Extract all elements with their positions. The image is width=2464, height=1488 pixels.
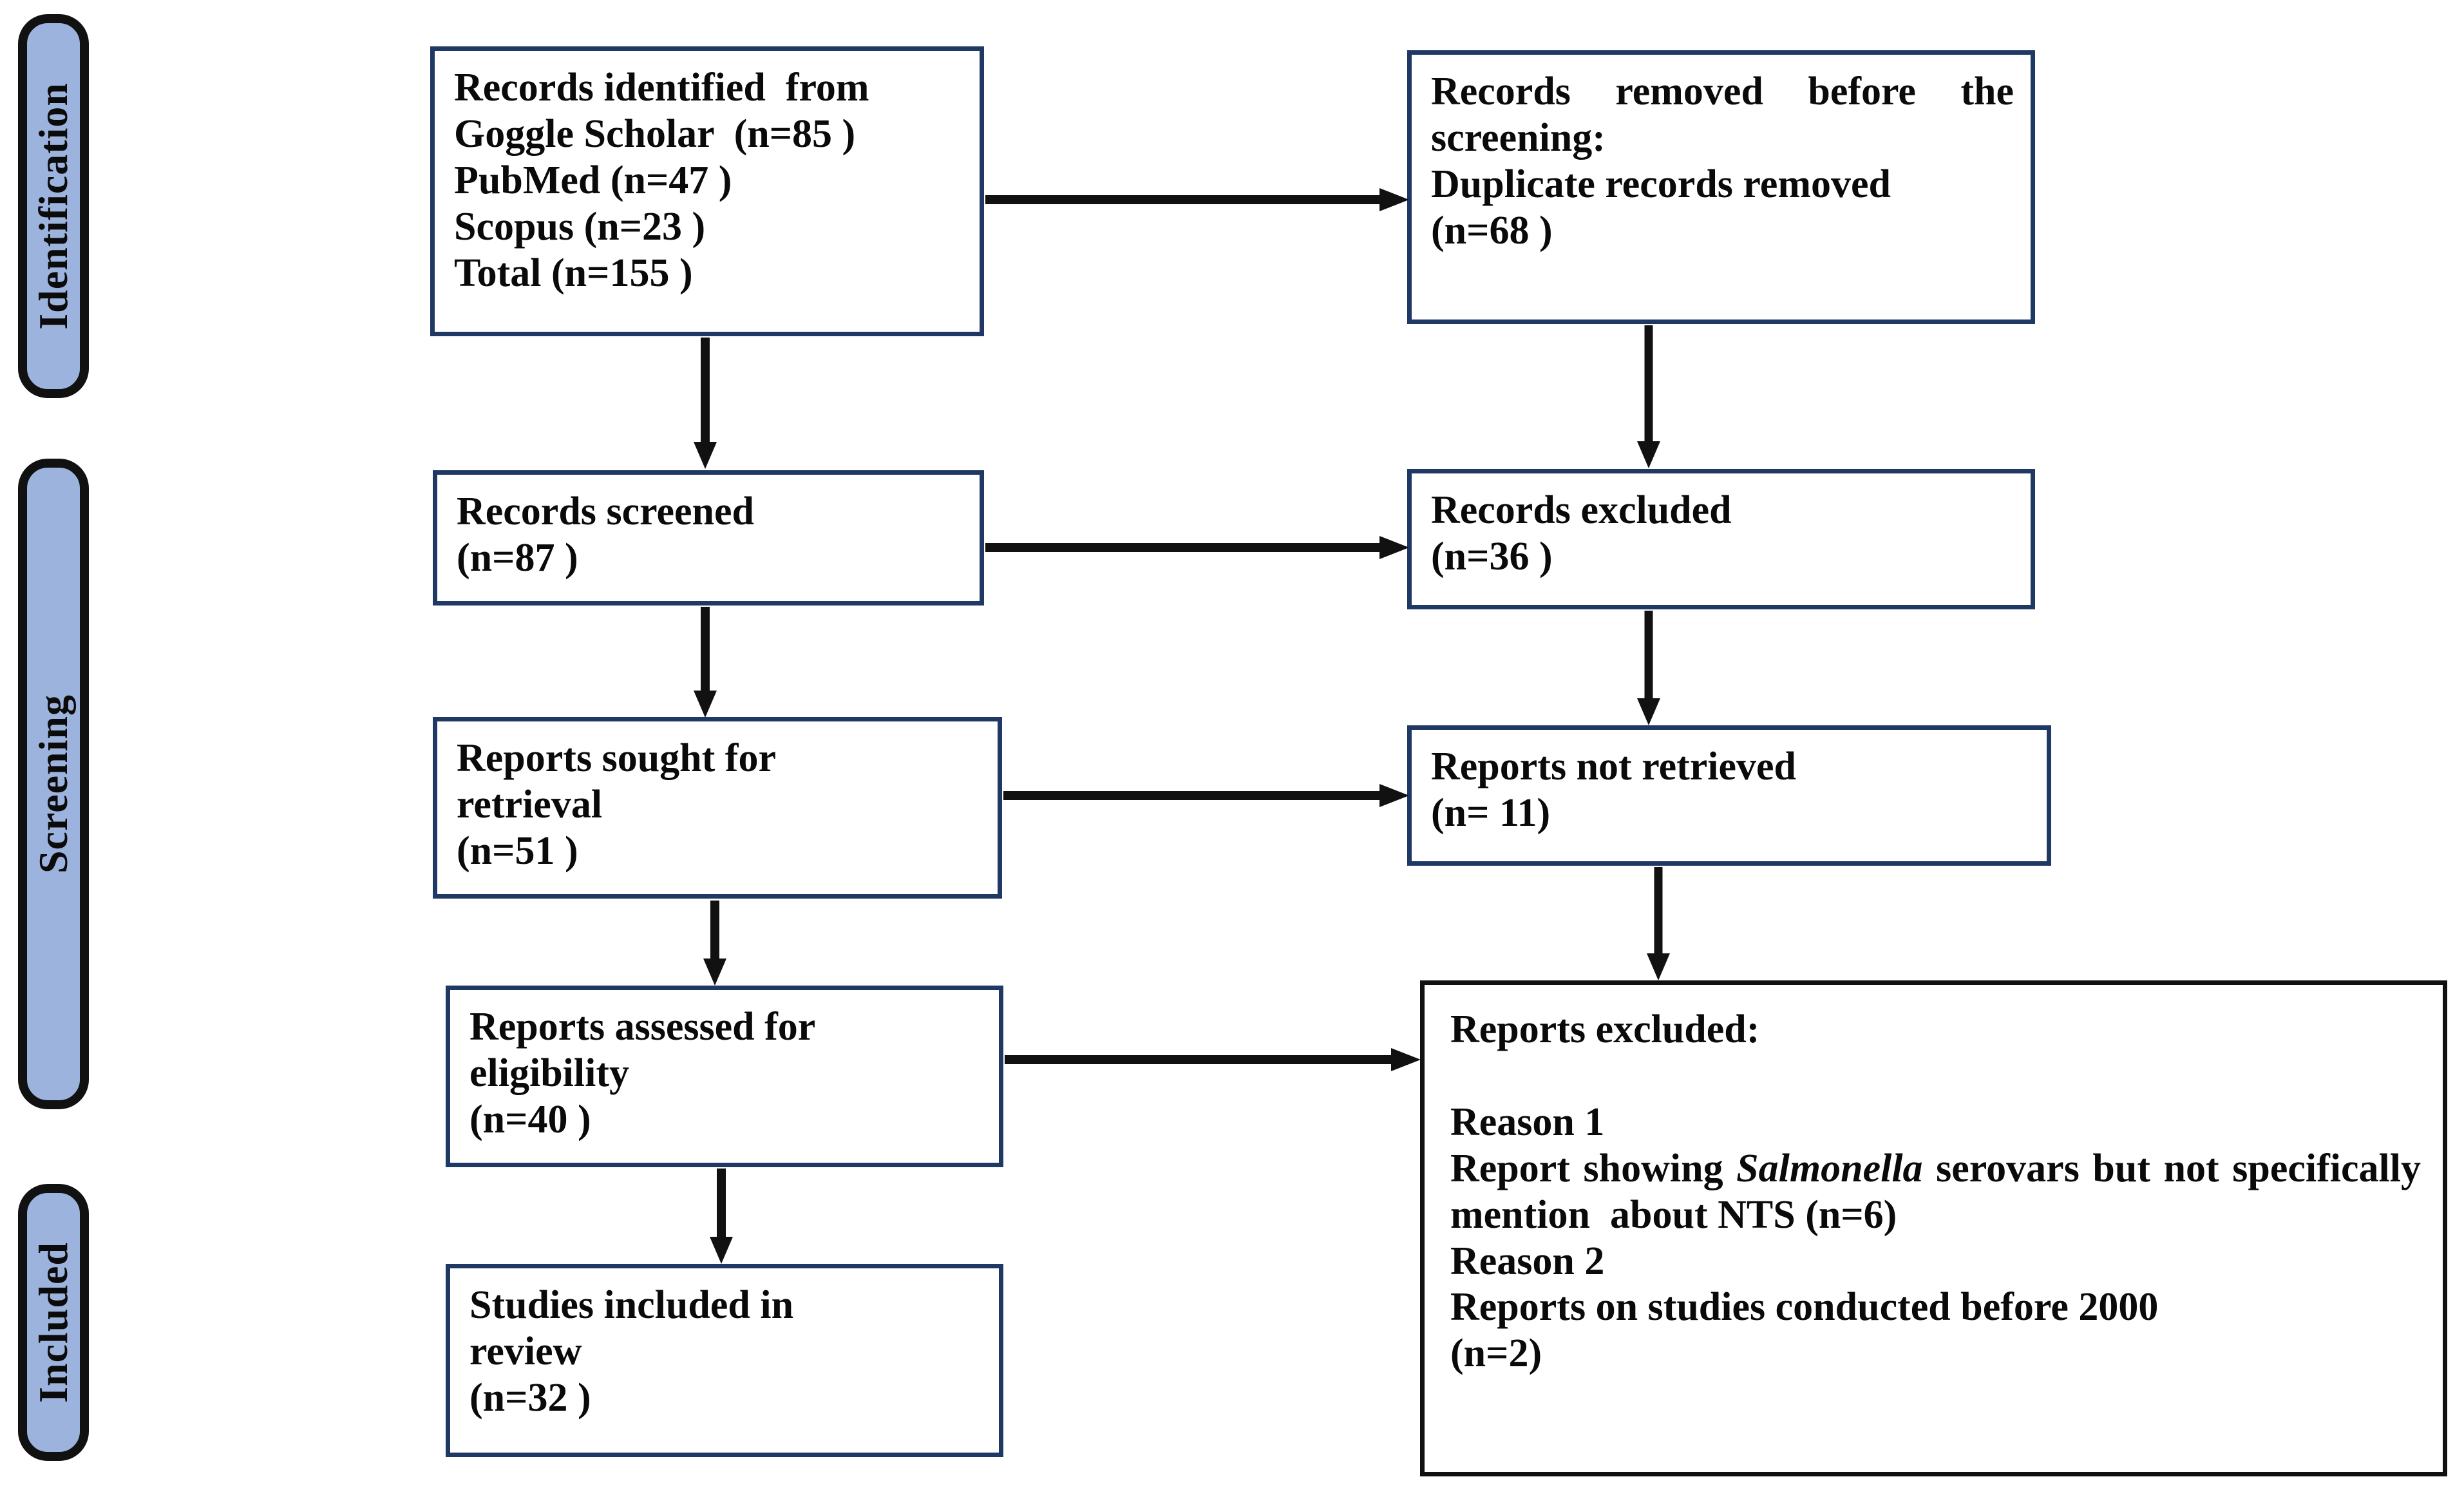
arrow-screened-to-sought — [692, 607, 718, 719]
box-records-identified-text: Records identified from Goggle Scholar (… — [454, 66, 869, 295]
arrow-assessed-to-reports-excluded — [1005, 1047, 1422, 1073]
arrow-removed-to-records-excluded — [1636, 325, 1662, 470]
box-reports-assessed: Reports assessed for eligibility (n=40 ) — [446, 986, 1003, 1167]
box-reports-excluded-reason1-label: Reason 1 — [1450, 1100, 1605, 1144]
arrow-assessed-to-studies-included — [708, 1168, 734, 1265]
arrow-sought-to-not-retrieved — [1003, 783, 1410, 808]
box-studies-included-text: Studies included in review (n=32 ) — [469, 1283, 794, 1420]
box-reports-excluded-reason1-text: Report showing Salmonella serovars but n… — [1450, 1146, 2421, 1239]
phase-pill-included: Included — [18, 1184, 89, 1461]
box-reports-excluded-heading: Reports excluded: — [1450, 1007, 1760, 1051]
phase-label-included: Included — [30, 1242, 76, 1403]
box-reports-excluded-reason2-label: Reason 2 — [1450, 1239, 1605, 1283]
box-reports-not-retrieved-text: Reports not retrieved (n= 11) — [1431, 745, 1797, 835]
phase-pill-identification: Identification — [18, 14, 89, 398]
reason1-species-italic: Salmonella — [1736, 1146, 1923, 1190]
box-records-removed-line2: Duplicate records removed — [1431, 162, 1891, 206]
box-reports-excluded: Reports excluded: Reason 1 Report showin… — [1420, 980, 2447, 1476]
box-records-excluded: Records excluded (n=36 ) — [1407, 469, 2035, 609]
reason1-suffix: serovars but not specifically mention ab… — [1450, 1146, 2431, 1237]
arrow-records-excluded-to-not-retrieved — [1636, 611, 1662, 727]
phase-label-screening: Screening — [30, 694, 76, 874]
phase-label-identification: Identification — [30, 82, 76, 330]
box-reports-assessed-text: Reports assessed for eligibility (n=40 ) — [469, 1005, 816, 1141]
box-records-identified: Records identified from Goggle Scholar (… — [430, 46, 984, 336]
box-reports-excluded-reason2-count: (n=2) — [1450, 1331, 1542, 1376]
box-reports-not-retrieved: Reports not retrieved (n= 11) — [1407, 725, 2051, 866]
box-reports-sought: Reports sought for retrieval (n=51 ) — [433, 717, 1002, 899]
box-reports-excluded-spacer — [1450, 1053, 2421, 1100]
box-records-excluded-text: Records excluded (n=36 ) — [1431, 488, 1732, 578]
arrow-screened-to-records-excluded — [985, 535, 1410, 560]
box-records-removed-line3: (n=68 ) — [1431, 208, 1553, 253]
phase-pill-screening: Screening — [18, 459, 89, 1109]
box-reports-sought-text: Reports sought for retrieval (n=51 ) — [457, 736, 776, 873]
box-studies-included: Studies included in review (n=32 ) — [446, 1264, 1003, 1457]
arrow-not-retrieved-to-reports-excluded — [1645, 867, 1671, 982]
box-records-removed-line1: Records removed before the screening: — [1431, 70, 2024, 160]
reason1-prefix: Report showing — [1450, 1146, 1737, 1190]
box-records-removed: Records removed before the screening: Du… — [1407, 50, 2035, 324]
arrow-sought-to-assessed — [702, 901, 728, 987]
box-records-screened: Records screened (n=87 ) — [433, 470, 984, 606]
arrow-identified-to-screened — [692, 338, 718, 470]
box-records-screened-text: Records screened (n=87 ) — [457, 490, 755, 580]
arrow-identified-to-removed — [985, 187, 1410, 213]
box-reports-excluded-reason2-text: Reports on studies conducted before 2000 — [1450, 1285, 2159, 1330]
